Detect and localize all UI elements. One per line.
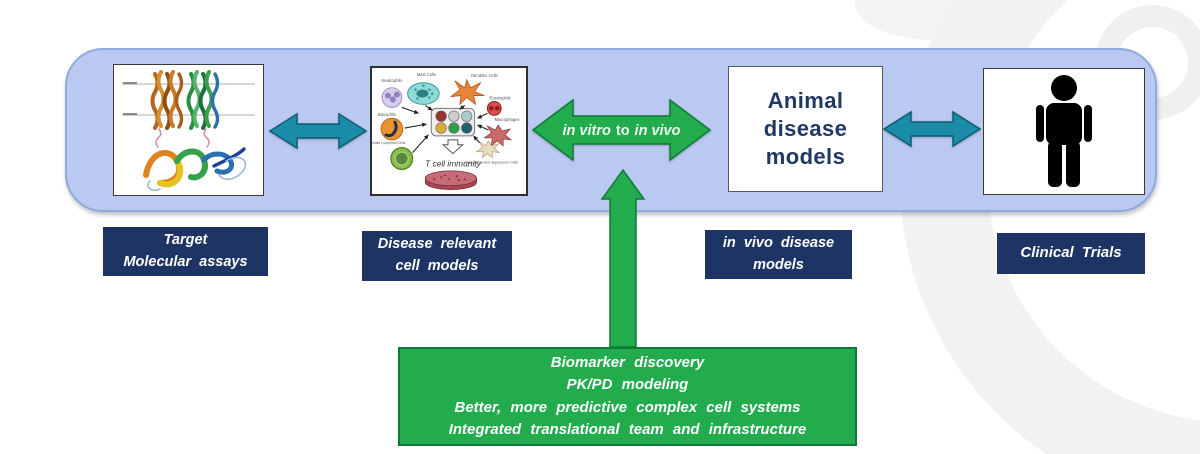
animal-line2: disease xyxy=(763,115,848,141)
dendritic-cells-label: Dendritic Cells xyxy=(471,73,498,78)
target-line1: Target xyxy=(163,231,208,248)
to-text: to xyxy=(615,122,630,139)
benefit-line1: Biomarker discovery xyxy=(550,354,705,372)
invivo-text: in vivo xyxy=(634,122,681,139)
target-line2: Molecular assays xyxy=(123,253,248,270)
target-molecular-box xyxy=(113,64,264,196)
animal-disease-models-box: Animal disease models xyxy=(728,66,883,192)
clinical-trials-box xyxy=(983,68,1145,195)
petri-dish-icon xyxy=(424,170,477,190)
up-arrow-icon xyxy=(600,168,646,348)
benefit-line3: Better, more predictive complex cell sys… xyxy=(454,398,801,416)
stage-label-target: Target Molecular assays xyxy=(103,227,268,276)
macrophages-label: Macrophages xyxy=(495,117,520,122)
clinical-line1: Clinical Trials xyxy=(1020,244,1122,262)
mast-cells-label: Mast Cells xyxy=(417,72,436,77)
innate-lymphoid-label: Innate Lymphoid Cells xyxy=(372,141,406,145)
eosinophils-label: Eosinophils xyxy=(490,96,511,101)
double-arrow-icon-left xyxy=(268,112,368,150)
down-open-arrow-icon xyxy=(441,139,465,155)
double-arrow-icon-right xyxy=(882,110,982,148)
benefits-box: Biomarker discovery PK/PD modeling Bette… xyxy=(398,347,857,446)
cell-models-box: Mast Cells Neutrophils Dendritic Cells E… xyxy=(370,66,528,196)
invitro-invivo-arrow-label: in vitro to in vivo xyxy=(530,97,713,164)
benefit-line4: Integrated translational team and infras… xyxy=(448,420,807,438)
animal-line1: Animal xyxy=(767,87,844,113)
cells-line2: cell models xyxy=(395,258,479,274)
mdsc-label: Myeloid Derived Suppressor Cells xyxy=(465,160,518,164)
immune-cell-diagram: Mast Cells Neutrophils Dendritic Cells E… xyxy=(372,72,520,190)
neutrophils-label: Neutrophils xyxy=(381,78,402,83)
benefit-line2: PK/PD modeling xyxy=(566,376,689,394)
protein-structures-image xyxy=(122,70,255,192)
cells-line1: Disease relevant xyxy=(377,236,497,253)
animal-line3: models xyxy=(765,144,846,170)
invitro-invivo-arrow xyxy=(531,98,712,162)
stage-label-cell-models: Disease relevant cell models xyxy=(362,231,512,281)
stage-label-invivo: in vivo disease models xyxy=(705,230,852,279)
invivo-line1: in vivo disease xyxy=(722,234,835,251)
animal-disease-models-text: Animal disease models xyxy=(764,87,848,171)
person-icon xyxy=(1036,74,1092,187)
stage-label-clinical-trials: Clinical Trials xyxy=(997,233,1145,274)
invivo-line2: models xyxy=(753,256,804,273)
t-cell-immunity-caption: T cell immunity xyxy=(425,158,482,168)
invitro-text: in vitro xyxy=(562,122,611,139)
basophils-label: Basophils xyxy=(378,112,396,117)
